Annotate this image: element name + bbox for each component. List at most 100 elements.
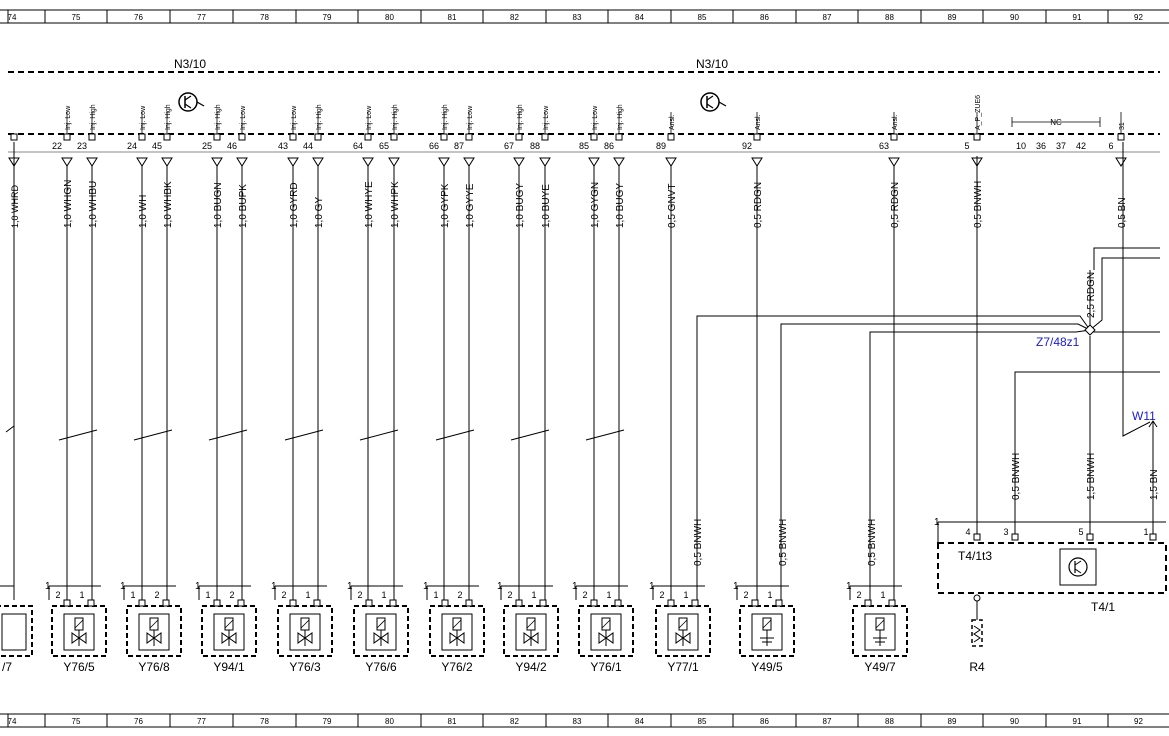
- grid-number: 90: [1010, 717, 1019, 726]
- grid-number: 89: [948, 717, 957, 726]
- valve-icon: [598, 617, 614, 646]
- transistor-icon: [178, 92, 205, 112]
- pin-number: 10: [1016, 141, 1026, 151]
- connector-arrow-icon: [236, 157, 248, 167]
- pin-number: 5: [964, 141, 969, 151]
- wire: 1,0 BUGY: [510, 166, 550, 600]
- wire-label: 1,0 WH: [138, 195, 149, 228]
- grid-number: 88: [885, 13, 894, 22]
- solenoid-icon: [760, 617, 774, 646]
- component-label: /7: [2, 660, 12, 674]
- wire-label: 1,0 BUGN: [213, 182, 224, 228]
- wire-label: 0,5 RDGN: [890, 182, 901, 228]
- wire: 1,0 GYGN: [585, 166, 625, 600]
- pin-function-label: Inj. High: [617, 104, 624, 130]
- connector-pin: Inj. Low 46: [227, 105, 248, 167]
- pin-number: 89: [656, 141, 666, 151]
- pin-number: 63: [879, 141, 889, 151]
- component-label: Y76/3: [289, 660, 321, 674]
- valve-icon: [297, 617, 313, 646]
- module-label: T4/1: [1091, 600, 1115, 614]
- pin-number: 66: [429, 141, 439, 151]
- grid-number: 77: [197, 717, 206, 726]
- grid-number: 76: [134, 13, 143, 22]
- valve-icon: [373, 617, 389, 646]
- pin-number: 1: [683, 590, 688, 600]
- wire: 1,0 WH: [133, 166, 173, 600]
- grid-number: 78: [260, 717, 269, 726]
- pin-number: 64: [353, 141, 363, 151]
- pin-number: 3: [1003, 527, 1008, 537]
- grid-number: 90: [1010, 13, 1019, 22]
- pin-number: 2: [659, 590, 664, 600]
- pin-number: 1: [120, 581, 126, 592]
- pin-number: 4: [965, 527, 970, 537]
- component-label: Y76/8: [138, 660, 170, 674]
- connector-arrow-icon: [613, 157, 625, 167]
- connector-pin: A_P_ZUE6 5: [964, 95, 983, 167]
- wire: 1,0 WHBU: [88, 166, 99, 600]
- pin-number: 85: [579, 141, 589, 151]
- wire-label: 1,0 WHRD: [10, 184, 20, 228]
- pin-number: 2: [743, 590, 748, 600]
- wire: 0,5 RDGN: [753, 166, 764, 605]
- wire: 0,5 GNVT: [667, 166, 678, 600]
- pin-number: 1: [649, 581, 655, 592]
- wire: 0,5 RDGN: [890, 166, 901, 605]
- pin-number: 46: [227, 141, 237, 151]
- component-label: Y94/1: [213, 660, 245, 674]
- grid-number: 75: [72, 13, 81, 22]
- pin-function-label: Inj. Low: [467, 105, 474, 130]
- pin-function-label: Inj. Low: [592, 105, 599, 130]
- pin-number: 1: [846, 581, 852, 592]
- pin-number: 88: [530, 141, 540, 151]
- grid-number: 84: [635, 717, 644, 726]
- connector-arrow-icon: [136, 157, 148, 167]
- wire: 0,5 BNWH: [973, 166, 984, 530]
- pin-number: 1: [433, 590, 438, 600]
- grid-number: 77: [197, 13, 206, 22]
- pin-function-label: Inj. High: [517, 104, 524, 130]
- wire-label: 0,5 BNWH: [778, 519, 789, 566]
- component-label: Y76/2: [441, 660, 473, 674]
- connector-pin: Inj. Low 85: [579, 105, 600, 167]
- wire-label: 1,5 BN: [1149, 469, 1160, 500]
- connector-arrow-icon: [211, 157, 223, 167]
- wire: 1,0 WHPK: [390, 166, 401, 600]
- pin-function-label: Inj. High: [316, 104, 323, 130]
- pin-function-label: Inj. Low: [140, 105, 147, 130]
- pin-number: 23: [77, 141, 87, 151]
- component-label: Y49/7: [864, 660, 896, 674]
- pin-number: 2: [357, 590, 362, 600]
- partial-component: /7: [0, 585, 33, 674]
- valve-icon: [523, 617, 539, 646]
- grid-number: 87: [823, 717, 832, 726]
- grid-number: 83: [573, 717, 582, 726]
- control-unit-label: N3/10: [174, 57, 206, 71]
- connector-arrow-icon: [665, 157, 677, 167]
- wire: 1,0 GYPK: [435, 166, 475, 600]
- wire: 1,0 GYRD: [284, 166, 324, 600]
- edge-wire: 1,0 WHRD: [5, 133, 20, 600]
- pin-number: 22: [52, 141, 62, 151]
- pin-function-label: Inj. High: [392, 104, 399, 130]
- grid-number: 82: [510, 13, 519, 22]
- nc-pin-group: NC 10 36 37 42: [1011, 117, 1101, 151]
- connector-pin: Ansl.89: [656, 112, 677, 167]
- component-label: Y76/1: [590, 660, 622, 674]
- valve-icon: [675, 617, 691, 646]
- pin-number: 36: [1036, 141, 1046, 151]
- connector-pin: Ansl.92: [742, 112, 763, 167]
- pin-function-label: Inj. Low: [240, 105, 247, 130]
- component-label: Y76/5: [63, 660, 95, 674]
- pin-function-label: A_P_ZUE6: [975, 95, 982, 130]
